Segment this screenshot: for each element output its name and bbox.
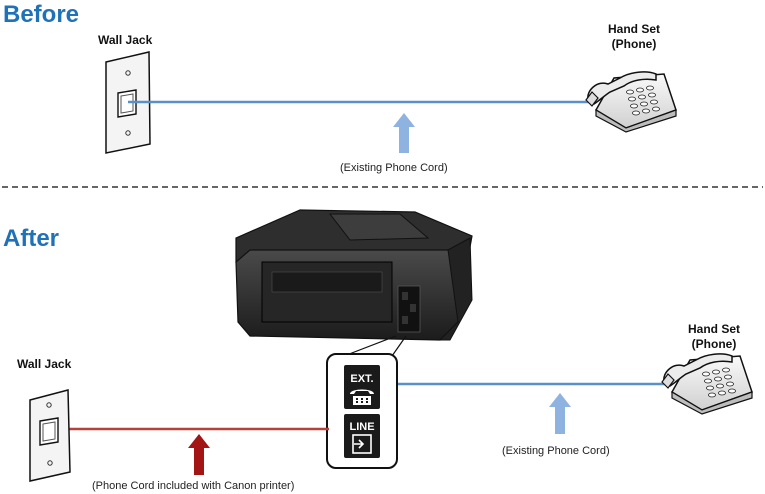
- telephone-icon: [661, 353, 753, 415]
- up-arrow-icon: [549, 393, 571, 434]
- line-port-icon: LINE: [344, 414, 380, 458]
- up-arrow-icon: [188, 434, 210, 475]
- after-phone-cord-caption: (Existing Phone Cord): [502, 445, 610, 457]
- before-title: Before: [3, 1, 80, 28]
- printer-icon: [235, 209, 473, 341]
- after-canon-cord-caption: (Phone Cord included with Canon printer): [92, 480, 295, 492]
- up-arrow-icon: [393, 113, 415, 153]
- after-wall-jack-label: Wall Jack: [17, 357, 72, 371]
- callout-line-left: [343, 335, 397, 357]
- after-handset-label: Hand Set (Phone): [684, 322, 744, 352]
- port-line-label: LINE: [349, 421, 374, 433]
- wall-jack-icon: [29, 389, 71, 482]
- ext-port-icon: EXT.: [344, 365, 380, 409]
- before-cord-caption: (Existing Phone Cord): [340, 162, 448, 174]
- before-handset-label: Hand Set (Phone): [604, 22, 664, 52]
- before-handset-label-line2: (Phone): [611, 37, 657, 51]
- after-handset-label-line2: (Phone): [691, 337, 737, 351]
- after-handset-label-line1: Hand Set: [687, 322, 740, 336]
- before-handset-label-line1: Hand Set: [607, 22, 660, 36]
- after-title: After: [3, 225, 60, 252]
- telephone-icon: [585, 71, 677, 133]
- callout-line-right: [391, 335, 407, 357]
- before-wall-jack-label: Wall Jack: [98, 33, 153, 47]
- port-ext-label: EXT.: [350, 373, 373, 385]
